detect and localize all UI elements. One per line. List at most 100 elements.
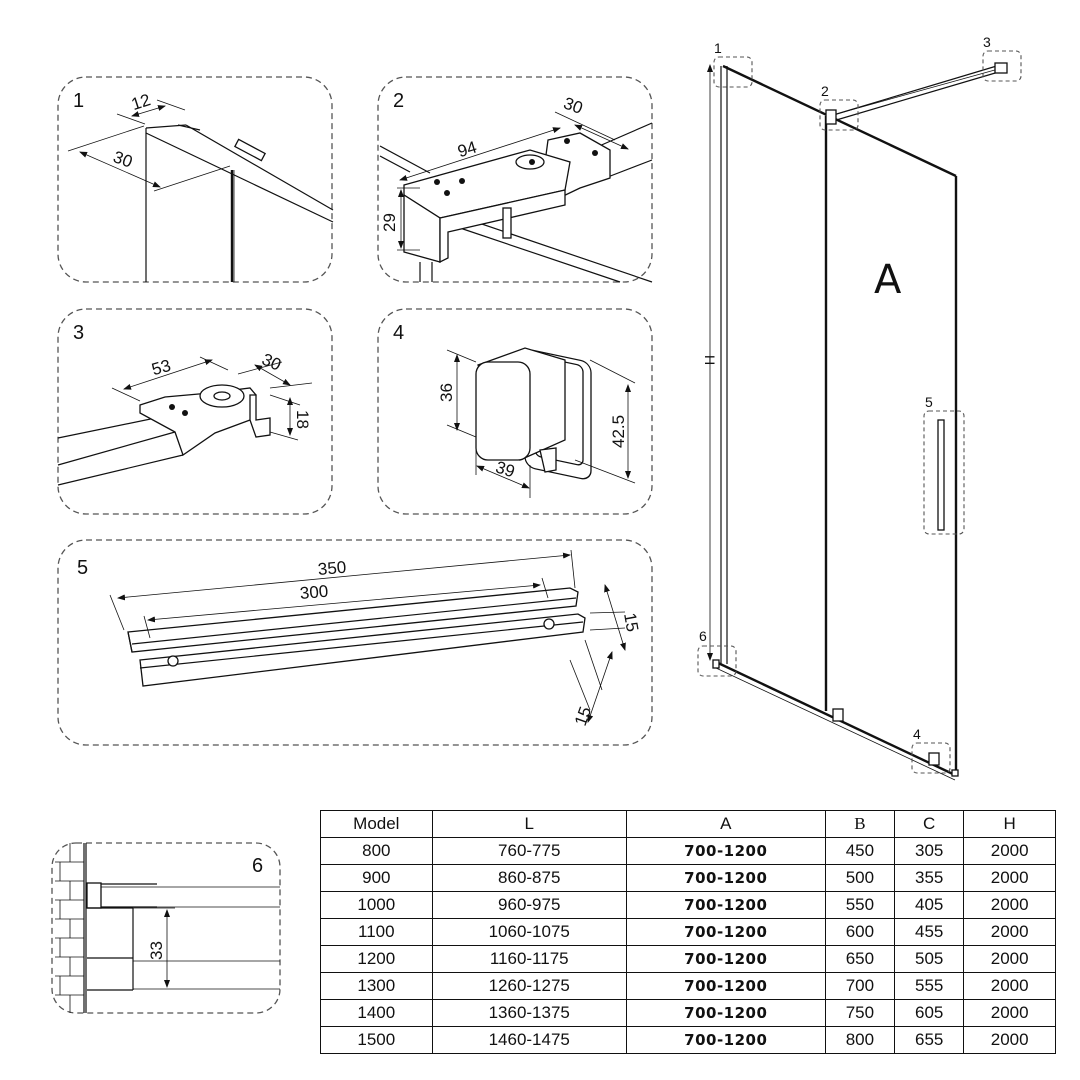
detail-3-panel: 3 53 30 18 [57, 308, 333, 515]
svg-text:36: 36 [437, 383, 456, 402]
detail-5-panel: 5 350 300 15 [57, 539, 653, 746]
dimension-15-b: 15 [569, 639, 613, 728]
dimension-30-detail1: 30 [67, 125, 231, 192]
table-cell: 1300 [320, 972, 433, 1000]
callout-box-1 [713, 56, 753, 88]
header-c: C [894, 810, 965, 838]
dimension-18: 18 [269, 394, 312, 441]
table-cell: 2000 [963, 837, 1056, 865]
detail-1-panel: 1 12 30 [57, 76, 334, 283]
table-cell: 500 [824, 864, 896, 892]
table-cell: 700-1200 [625, 999, 826, 1027]
dimension-30-detail3: 30 [237, 350, 313, 389]
dimension-53: 53 [111, 356, 229, 402]
svg-text:94: 94 [455, 137, 479, 161]
dimension-33: 33 [147, 909, 170, 988]
header-model: Model [320, 810, 433, 838]
table-cell: 2000 [963, 864, 1056, 892]
table-header-row: Model L A B C H [320, 810, 1056, 838]
table-cell: 2000 [963, 945, 1056, 973]
table-cell: 1100 [320, 918, 433, 946]
table-cell: 405 [894, 891, 965, 919]
shower-overview-drawing: H A 1 2 3 4 5 6 [697, 34, 1022, 781]
detail-2-panel: 2 94 [377, 76, 653, 283]
svg-text:53: 53 [149, 356, 172, 379]
glass-clamp-drawing [475, 347, 592, 480]
dimension-12: 12 [116, 90, 186, 125]
table-cell: 1260-1275 [431, 972, 627, 1000]
svg-text:33: 33 [147, 941, 166, 960]
callout-6: 6 [699, 628, 707, 644]
detail-2-label: 2 [393, 90, 404, 112]
svg-text:39: 39 [493, 457, 517, 481]
dimension-36: 36 [437, 349, 477, 438]
detail-4-panel: 4 36 39 42.5 [377, 308, 653, 515]
table-cell: 700-1200 [625, 864, 826, 892]
table-cell: 2000 [963, 891, 1056, 919]
callout-4: 4 [913, 726, 921, 742]
table-cell: 700-1200 [625, 837, 826, 865]
table-cell: 505 [894, 945, 965, 973]
svg-text:30: 30 [259, 350, 284, 375]
table-cell: 550 [824, 891, 896, 919]
callout-2: 2 [821, 83, 829, 99]
detail-6-panel: 6 [51, 842, 281, 1014]
table-cell: 700 [824, 972, 896, 1000]
table-cell: 2000 [963, 918, 1056, 946]
handle-bar-drawing [127, 587, 586, 687]
callout-5: 5 [925, 394, 933, 410]
table-cell: 700-1200 [625, 1026, 826, 1054]
svg-text:350: 350 [317, 558, 347, 579]
wall-profile-section [86, 882, 280, 991]
dimension-15-a: 15 [589, 584, 642, 651]
table-cell: 1500 [320, 1026, 433, 1054]
table-cell: 700-1200 [625, 891, 826, 919]
svg-text:29: 29 [380, 213, 399, 232]
svg-text:15: 15 [620, 611, 642, 633]
glass-to-wall-bar-connector-drawing [379, 122, 653, 283]
detail-6-label: 6 [252, 855, 263, 877]
svg-text:300: 300 [299, 582, 329, 603]
detail-3-label: 3 [73, 322, 84, 344]
table-cell: 650 [824, 945, 896, 973]
callout-box-3 [982, 50, 1022, 82]
header-b: B [824, 810, 896, 838]
table-cell: 450 [824, 837, 896, 865]
table-cell: 605 [894, 999, 965, 1027]
height-label: H [702, 355, 718, 365]
dimension-94: 94 [399, 127, 561, 181]
svg-text:42.5: 42.5 [609, 415, 628, 448]
table-cell: 700-1200 [625, 945, 826, 973]
table-cell: 555 [894, 972, 965, 1000]
dimension-39: 39 [475, 450, 531, 498]
table-cell: 1460-1475 [431, 1026, 627, 1054]
table-cell: 455 [894, 918, 965, 946]
dimension-29: 29 [380, 187, 420, 251]
table-cell: 2000 [963, 999, 1056, 1027]
table-cell: 900 [320, 864, 433, 892]
table-cell: 305 [894, 837, 965, 865]
detail-5-label: 5 [77, 557, 88, 579]
detail-1-label: 1 [73, 90, 84, 112]
header-a: A [625, 810, 826, 838]
callout-box-5 [923, 410, 965, 535]
table-cell: 800 [320, 837, 433, 865]
callout-box-2 [819, 99, 859, 131]
table-cell: 600 [824, 918, 896, 946]
table-cell: 1160-1175 [431, 945, 627, 973]
brick-wall-drawing [55, 843, 87, 1013]
header-h: H [963, 810, 1056, 838]
table-cell: 960-975 [431, 891, 627, 919]
svg-text:30: 30 [111, 147, 135, 171]
dimension-300: 300 [143, 577, 549, 639]
table-cell: 1060-1075 [431, 918, 627, 946]
callout-1: 1 [714, 40, 722, 56]
